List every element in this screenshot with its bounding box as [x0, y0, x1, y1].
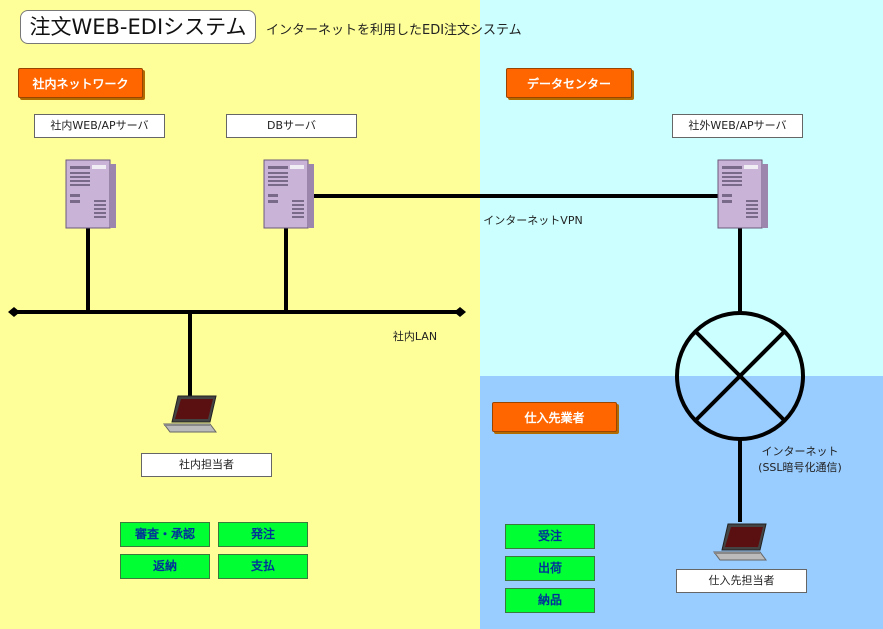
receive-order-function: 受注 — [505, 524, 595, 549]
router-cross-b — [694, 330, 786, 422]
lan-end-right — [454, 307, 466, 317]
lan-label: 社内LAN — [392, 330, 438, 343]
payment-function: 支払 — [218, 554, 308, 579]
internal-web-ap-server-icon — [65, 159, 117, 229]
internal-staff-laptop-icon — [163, 395, 217, 433]
return-function: 返納 — [120, 554, 210, 579]
db-server-label: DBサーバ — [226, 114, 357, 138]
supplier-staff-laptop-icon — [713, 523, 767, 561]
internal-staff-label: 社内担当者 — [141, 453, 272, 477]
order-function: 発注 — [218, 522, 308, 547]
external-web-ap-server-label: 社外WEB/APサーバ — [672, 114, 803, 138]
delivery-function: 納品 — [505, 588, 595, 613]
internet-router-icon — [675, 311, 805, 441]
supplier-label: 仕入先業者 — [492, 402, 617, 432]
supplier-staff-label: 仕入先担当者 — [676, 569, 807, 593]
ssl-label: (SSL暗号化通信) — [758, 461, 842, 474]
datacenter-label: データセンター — [506, 68, 632, 98]
db-server-icon — [263, 159, 315, 229]
internal-network-label: 社内ネットワーク — [18, 68, 143, 98]
page-title: 注文WEB-EDIシステム — [20, 10, 256, 44]
external-web-ap-server-icon — [717, 159, 769, 229]
shipping-function: 出荷 — [505, 556, 595, 581]
internet-label: インターネット — [761, 445, 839, 458]
page-subtitle: インターネットを利用したEDI注文システム — [266, 23, 522, 38]
lan-end-left — [8, 307, 20, 317]
internal-web-ap-server-label: 社内WEB/APサーバ — [34, 114, 165, 138]
datacenter-zone — [480, 0, 883, 376]
review-approve-function: 審査・承認 — [120, 522, 210, 547]
vpn-label: インターネットVPN — [483, 214, 583, 227]
